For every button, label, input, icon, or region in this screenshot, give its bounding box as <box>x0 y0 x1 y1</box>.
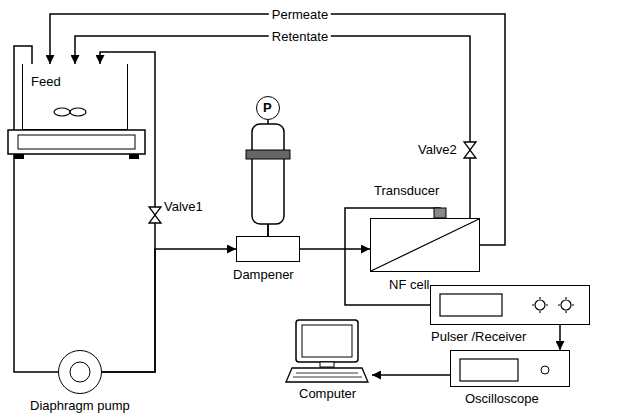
nf-cell: NF cell <box>370 218 480 272</box>
pulser-receiver: Pulser /Receiver <box>430 285 590 325</box>
part-label: Transducer <box>374 183 439 198</box>
dampener-pipe: Dampener <box>236 236 300 262</box>
pipe-line <box>102 249 236 372</box>
pressure-gauge: P <box>256 96 280 120</box>
pipe-line <box>345 208 440 305</box>
node-label: NF cell <box>389 277 429 292</box>
stream-label: Permeate <box>269 7 331 22</box>
part-label: Valve1 <box>164 199 203 214</box>
pipe-line <box>14 46 58 372</box>
node-label: Dampener <box>233 267 294 282</box>
stream-label: Retentate <box>269 29 331 44</box>
computer: Computer <box>286 318 372 384</box>
node-label: Feed <box>31 74 61 89</box>
node-label: Pulser /Receiver <box>431 329 526 344</box>
pipe-line <box>559 325 561 350</box>
node-label: P <box>263 100 272 115</box>
feed-tank: Feed <box>22 64 128 130</box>
node-label: Oscilloscope <box>465 391 539 406</box>
pipe-line <box>372 374 450 376</box>
pipe-line <box>300 248 370 250</box>
oscilloscope: Oscilloscope <box>450 350 570 387</box>
node-label: Diaphragm pump <box>30 398 130 413</box>
node-label: Computer <box>299 386 356 401</box>
diaphragm-pump: Diaphragm pump <box>58 350 102 394</box>
part-label: Valve2 <box>418 142 457 157</box>
